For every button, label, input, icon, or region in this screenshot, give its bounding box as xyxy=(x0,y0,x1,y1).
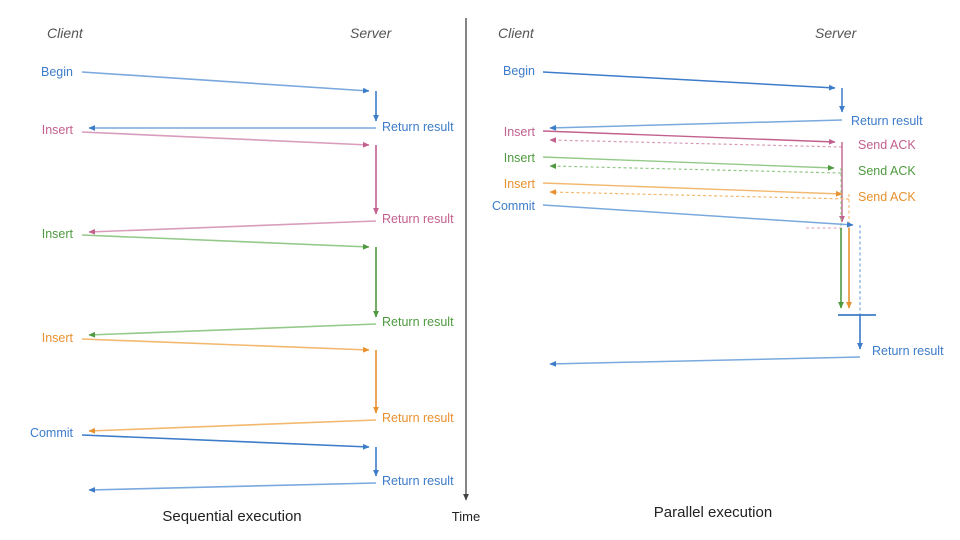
lane-title-client-parallel: Client xyxy=(498,25,535,41)
caption-sequential: Sequential execution xyxy=(162,508,301,525)
msg-label-ack-insert1-parallel: Send ACK xyxy=(858,138,916,152)
time-axis-label: Time xyxy=(452,509,480,524)
msg-label-insert3-sequential: Insert xyxy=(42,331,74,345)
ack-arrow-insert2-parallel xyxy=(549,163,842,174)
flow-begin-parallel xyxy=(542,71,845,131)
caption-parallel: Parallel execution xyxy=(654,504,772,521)
flow-insert3-parallel xyxy=(542,182,852,309)
response-arrow-begin-parallel xyxy=(549,119,843,131)
msg-label-begin-sequential: Begin xyxy=(41,65,73,79)
msg-label-return-commit-parallel: Return result xyxy=(872,344,944,358)
response-arrow-insert2 xyxy=(88,323,377,338)
response-arrow-commit-parallel xyxy=(549,356,861,367)
request-arrow-insert3 xyxy=(81,338,370,353)
msg-label-return-begin-parallel: Return result xyxy=(851,114,923,128)
msg-label-insert1-parallel: Insert xyxy=(504,125,536,139)
request-arrow-insert1 xyxy=(81,131,370,148)
flow-begin-sequential xyxy=(81,71,379,131)
request-arrow-begin xyxy=(81,71,370,94)
flow-insert2-sequential xyxy=(81,234,379,338)
time-axis: Time xyxy=(452,18,480,524)
msg-label-return-commit-sequential: Return result xyxy=(382,474,454,488)
flow-insert2-parallel xyxy=(542,156,844,309)
msg-label-return-insert1-sequential: Return result xyxy=(382,212,454,226)
request-arrow-begin-parallel xyxy=(542,71,836,91)
panel-sequential: Client Server xyxy=(30,25,454,525)
msg-label-ack-insert2-parallel: Send ACK xyxy=(858,164,916,178)
response-arrow-insert1 xyxy=(88,220,377,235)
msg-label-return-insert2-sequential: Return result xyxy=(382,315,454,329)
lane-title-server-parallel: Server xyxy=(815,25,858,41)
request-arrow-insert2-parallel xyxy=(542,156,835,171)
lane-title-client-sequential: Client xyxy=(47,25,84,41)
request-arrow-insert1-parallel xyxy=(542,130,836,145)
request-arrow-commit-parallel xyxy=(542,204,854,228)
ack-arrow-insert3-parallel xyxy=(549,189,850,200)
flow-insert3-sequential xyxy=(81,338,379,434)
msg-label-insert2-sequential: Insert xyxy=(42,227,74,241)
request-arrow-insert3-parallel xyxy=(542,182,843,197)
msg-label-return-begin-sequential: Return result xyxy=(382,120,454,134)
msg-label-insert2-parallel: Insert xyxy=(504,151,536,165)
msg-label-commit-sequential: Commit xyxy=(30,426,74,440)
response-arrow-insert3 xyxy=(88,419,377,434)
ack-arrow-insert1-parallel xyxy=(549,137,843,148)
msg-label-insert1-sequential: Insert xyxy=(42,123,74,137)
request-arrow-commit xyxy=(81,434,370,450)
msg-label-ack-insert3-parallel: Send ACK xyxy=(858,190,916,204)
lane-title-server-sequential: Server xyxy=(350,25,393,41)
flow-insert1-sequential xyxy=(81,131,379,235)
flow-commit-parallel xyxy=(542,204,876,367)
flow-commit-sequential xyxy=(81,434,379,493)
request-arrow-insert2 xyxy=(81,234,370,250)
response-arrow-commit xyxy=(88,482,377,493)
panel-parallel: Client Server xyxy=(492,25,944,521)
msg-label-commit-parallel: Commit xyxy=(492,199,536,213)
msg-label-return-insert3-sequential: Return result xyxy=(382,411,454,425)
msg-label-begin-parallel: Begin xyxy=(503,64,535,78)
flow-insert1-parallel xyxy=(542,130,845,229)
msg-label-insert3-parallel: Insert xyxy=(504,177,536,191)
